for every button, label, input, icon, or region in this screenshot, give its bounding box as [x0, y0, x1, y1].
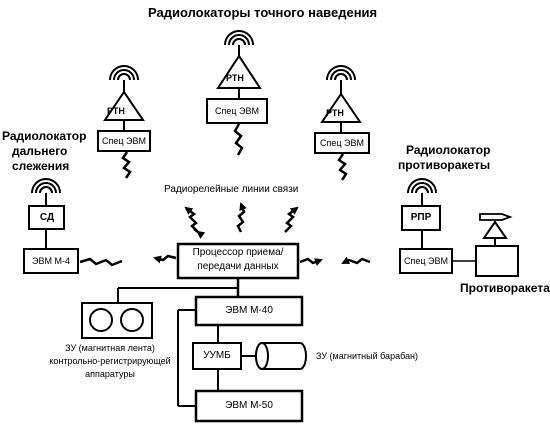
- anti-missile-radar: [399, 178, 475, 274]
- long-range-radar-title-1: Радиолокатор: [2, 129, 87, 143]
- spec-evm-box-left: [97, 130, 151, 152]
- tape-reel-icon: [89, 308, 113, 332]
- radio-link-right: [337, 153, 348, 181]
- rth-label-center: РТН: [226, 73, 244, 83]
- evm-m40-label: ЭВМ М-40: [225, 305, 273, 316]
- rtn-triangle-center: [216, 54, 262, 89]
- rth-label-right: РТН: [326, 108, 344, 118]
- tape-reel-icon: [120, 308, 144, 332]
- tape-label-3: аппаратуры: [85, 369, 135, 379]
- missile-icon: [479, 213, 513, 221]
- long-range-radar-title-2: дальнего: [12, 144, 68, 158]
- antenna-icon: [407, 178, 437, 206]
- anti-missile-radar-title-2: противоракеты: [398, 158, 491, 172]
- tape-label-1: ЗУ (магнитная лента): [65, 343, 155, 353]
- launcher-box: [475, 245, 519, 277]
- rpr-label: РПР: [410, 212, 432, 223]
- spec-evm-label-right: Спец ЭВМ: [319, 138, 364, 148]
- spec-evm-label-center: Спец ЭВМ: [214, 106, 259, 116]
- spec-evm-box-rpr: [399, 248, 453, 274]
- missile-launcher: [475, 213, 519, 277]
- spec-evm-box-right: [314, 132, 370, 154]
- anti-missile-radar-title-1: Радиолокатор: [406, 143, 491, 157]
- rpr-box: [401, 205, 441, 231]
- processor-box: [176, 242, 300, 280]
- antenna-icon: [109, 65, 139, 92]
- processor-label-2: передачи данных: [197, 261, 279, 272]
- spec-evm-label-left: Спец ЭВМ: [101, 136, 146, 146]
- antenna-icon: [224, 30, 254, 56]
- spec-evm-rpr-label: Спец ЭВМ: [403, 256, 448, 266]
- uumb-box: [192, 342, 242, 370]
- evm-m50-label: ЭВМ М-50: [225, 400, 273, 411]
- spec-evm-box-center: [206, 98, 268, 124]
- magnetic-drum: [255, 342, 307, 370]
- sd-label: СД: [39, 212, 55, 223]
- computing-core: [177, 278, 304, 423]
- anti-missile-label: Противоракета: [460, 281, 550, 295]
- rtn-station-right: [314, 65, 370, 181]
- evm-m50-box: [194, 389, 304, 423]
- magnetic-tape: [81, 287, 238, 339]
- radio-relay-arrows: [184, 202, 299, 239]
- evm-m40-box: [194, 295, 304, 327]
- rth-label-left: РТН: [107, 106, 125, 116]
- uumb-label: УУМБ: [203, 350, 231, 361]
- antenna-icon: [31, 178, 61, 206]
- long-range-radar-title-3: слежения: [12, 159, 70, 173]
- link-m4-processor: [79, 257, 123, 267]
- processor-label-1: Процессор приема/: [192, 247, 284, 258]
- radio-links-label: Радиорелейные линии связи: [164, 184, 299, 195]
- antenna-icon: [326, 65, 356, 94]
- radio-link-left: [121, 151, 132, 179]
- launcher-triangle: [482, 220, 508, 239]
- drum-label: ЗУ (магнитный барабан): [316, 351, 418, 361]
- diagram-title: Радиолокаторы точного наведения: [148, 5, 378, 20]
- long-range-radar: [23, 178, 123, 274]
- processor-block: [153, 242, 371, 280]
- rtn-station-left: [97, 65, 151, 179]
- tape-label-2: контрольно-регистрирующей: [49, 356, 171, 366]
- rtn-station-center: [206, 30, 268, 156]
- evm-m4-label: ЭВМ М-4: [32, 256, 70, 266]
- radio-link-center: [233, 123, 244, 156]
- evm-m4-box: [23, 248, 79, 274]
